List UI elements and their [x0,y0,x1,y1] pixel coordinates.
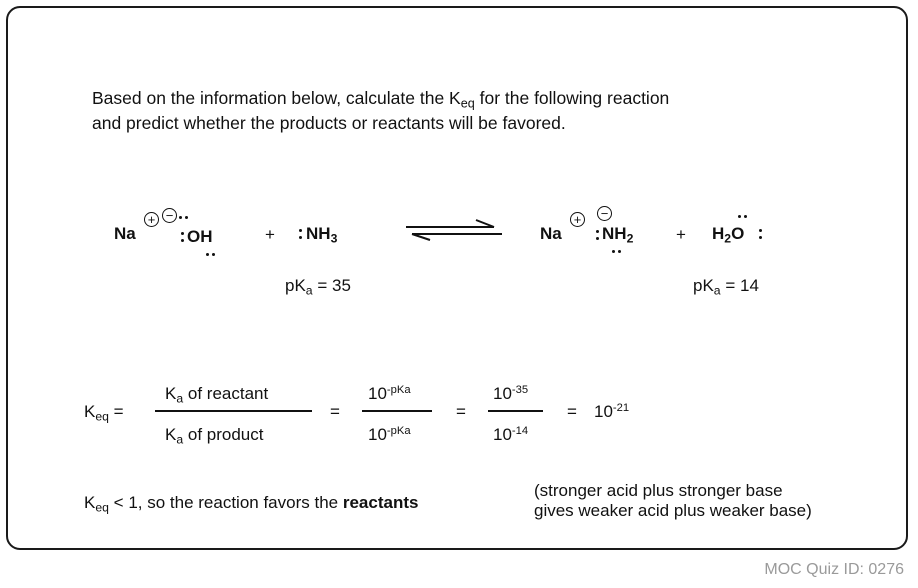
quiz-id: MOC Quiz ID: 0276 [764,561,904,578]
keq-result: 10-21 [594,401,630,421]
amide: NH2 [602,224,634,246]
pka-water: pKa = 14 [693,276,759,298]
fraction2-denominator: 10-pKa [368,424,411,444]
equals-1: = [330,402,340,421]
pka-ammonia: pKa = 35 [285,276,351,298]
equilibrium-arrow-icon [406,219,502,241]
hydroxide: OH [187,227,213,246]
quiz-card [6,6,908,550]
keq-label: Keq = [84,402,124,424]
fraction2-numerator: 10-pKa [368,383,411,403]
water: H2O [712,224,745,246]
negative-charge-hydroxide: − [162,208,177,223]
fraction3-bar [488,410,543,412]
plus-sign-left: + [265,225,275,244]
fraction3-numerator: 10-35 [493,383,529,403]
sodium-right: Na [540,224,562,243]
positive-charge-right: + [570,212,585,227]
fraction1-denominator: Ka of product [165,425,264,447]
equals-2: = [456,402,466,421]
sodium-left: Na [114,224,136,243]
equals-3: = [567,402,577,421]
fraction1-numerator: Ka of reactant [165,384,269,406]
plus-sign-right: + [676,225,686,244]
positive-charge-left: + [144,212,159,227]
fraction1-bar [155,410,312,412]
question-line-2: and predict whether the products or reac… [92,113,566,133]
negative-charge-amide: − [597,206,612,221]
fraction3-denominator: 10-14 [493,424,529,444]
fraction2-bar [362,410,432,412]
question-line-1: Based on the information below, calculat… [92,88,670,111]
ammonia: NH3 [306,224,338,246]
conclusion-text: Keq < 1, so the reaction favors the reac… [84,493,419,515]
